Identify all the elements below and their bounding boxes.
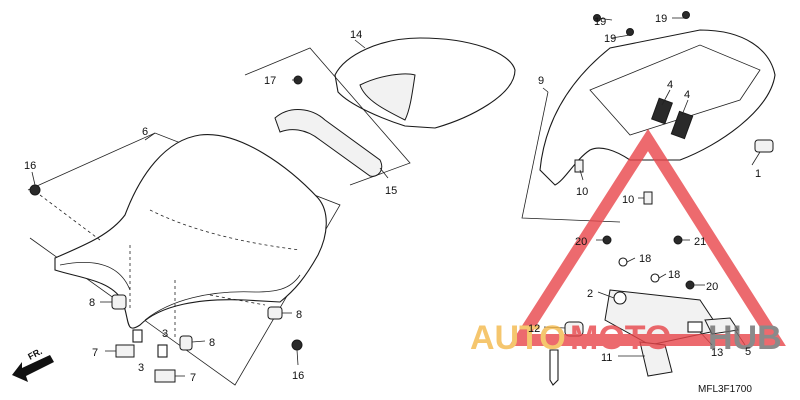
watermark-auto: AUTO (470, 319, 566, 357)
seat-cowl-14 (334, 37, 516, 129)
callout-21: 21 (694, 236, 706, 248)
watermark-hub: HUB (708, 319, 782, 357)
callout-4-a: 4 (667, 79, 673, 91)
bolt-21-icon (673, 235, 683, 245)
callout-20-a: 20 (575, 236, 587, 248)
callout-8-c: 8 (209, 337, 215, 349)
damper-10-a-icon (574, 159, 584, 173)
seat-lock-group (549, 235, 739, 386)
pad-4-b-icon (670, 110, 694, 140)
callout-3-b: 3 (138, 362, 144, 374)
seat-cowl-14-face (359, 73, 416, 121)
watermark-moto: MOTO (570, 319, 671, 357)
main-seat-seam (149, 209, 301, 251)
callout-9: 9 (538, 75, 544, 87)
callout-4-b: 4 (684, 89, 690, 101)
callout-7-b: 7 (190, 372, 196, 384)
collar-18-a-icon (618, 257, 628, 267)
callout-2: 2 (587, 288, 593, 300)
callout-16-b: 16 (292, 370, 304, 382)
screw-19-b-icon (626, 28, 634, 36)
rear-cowl-box (521, 91, 621, 223)
watermark-triangle-icon (509, 128, 786, 346)
pad-4-a-icon (651, 97, 673, 125)
spring-13-icon (687, 321, 703, 333)
cushion-8-a-icon (111, 294, 127, 310)
clip-3-a-icon (132, 329, 143, 343)
callout-15: 15 (385, 185, 397, 197)
watermark: AUTO MOTO HUB (470, 128, 786, 357)
bolt-16-left-guide (39, 194, 101, 241)
callout-5: 5 (745, 346, 751, 358)
key-icon (549, 349, 559, 386)
callout-7-a: 7 (92, 347, 98, 359)
callout-10-a: 10 (576, 186, 588, 198)
grab-rail-box (244, 47, 411, 186)
latch-5-icon (704, 317, 739, 335)
callout-3-a: 3 (162, 328, 168, 340)
callout-10-b: 10 (622, 194, 634, 206)
pad-7-b-icon (154, 369, 176, 383)
front-direction-indicator: FR. (12, 346, 54, 382)
lock-bracket-2-boss (613, 291, 627, 305)
rear-cowl-9-seat-opening (589, 44, 761, 136)
main-seat-group (27, 132, 341, 386)
callout-1: 1 (755, 168, 761, 180)
cushion-8-b-icon (267, 306, 283, 320)
plug-1-icon (754, 139, 774, 153)
callout-19-c: 19 (655, 13, 667, 25)
grab-rail-15 (274, 109, 383, 177)
front-arrow-icon (12, 355, 54, 382)
callout-18-a: 18 (639, 253, 651, 265)
callout-16-a: 16 (24, 160, 36, 172)
clip-3-b-icon (157, 344, 168, 358)
damper-10-b-icon (643, 191, 653, 205)
seat-cowl-group (334, 37, 516, 129)
main-seat-edge (59, 262, 301, 321)
cushion-8-c-icon (179, 335, 193, 351)
bolt-20-b-icon (685, 280, 695, 290)
bolt-16-left-icon (29, 184, 41, 196)
callouts: 1 2 3 3 4 4 5 6 7 7 8 8 8 9 10 10 11 12 … (24, 13, 761, 384)
callout-8-b: 8 (296, 309, 302, 321)
main-seat-box-outline (27, 132, 341, 386)
callout-12: 12 (528, 323, 540, 335)
callout-17: 17 (264, 75, 276, 87)
main-seat-body (54, 134, 327, 329)
callout-8-a: 8 (89, 297, 95, 309)
leader-lines (31, 17, 761, 377)
callout-18-b: 18 (668, 269, 680, 281)
callout-11: 11 (601, 352, 612, 364)
rear-cowl-group (521, 11, 776, 223)
bolt-16-bottom-icon (291, 339, 303, 351)
callout-19-b: 19 (604, 33, 616, 45)
pad-7-a-icon (115, 344, 135, 358)
callout-6: 6 (142, 126, 148, 138)
diagram-code: MFL3F1700 (698, 384, 752, 395)
callout-13: 13 (711, 347, 723, 359)
callout-19-a: 19 (594, 16, 606, 28)
callout-20-b: 20 (706, 281, 718, 293)
callout-14: 14 (350, 29, 362, 41)
collar-18-b-icon (650, 273, 660, 283)
screw-19-c-icon (682, 11, 690, 19)
